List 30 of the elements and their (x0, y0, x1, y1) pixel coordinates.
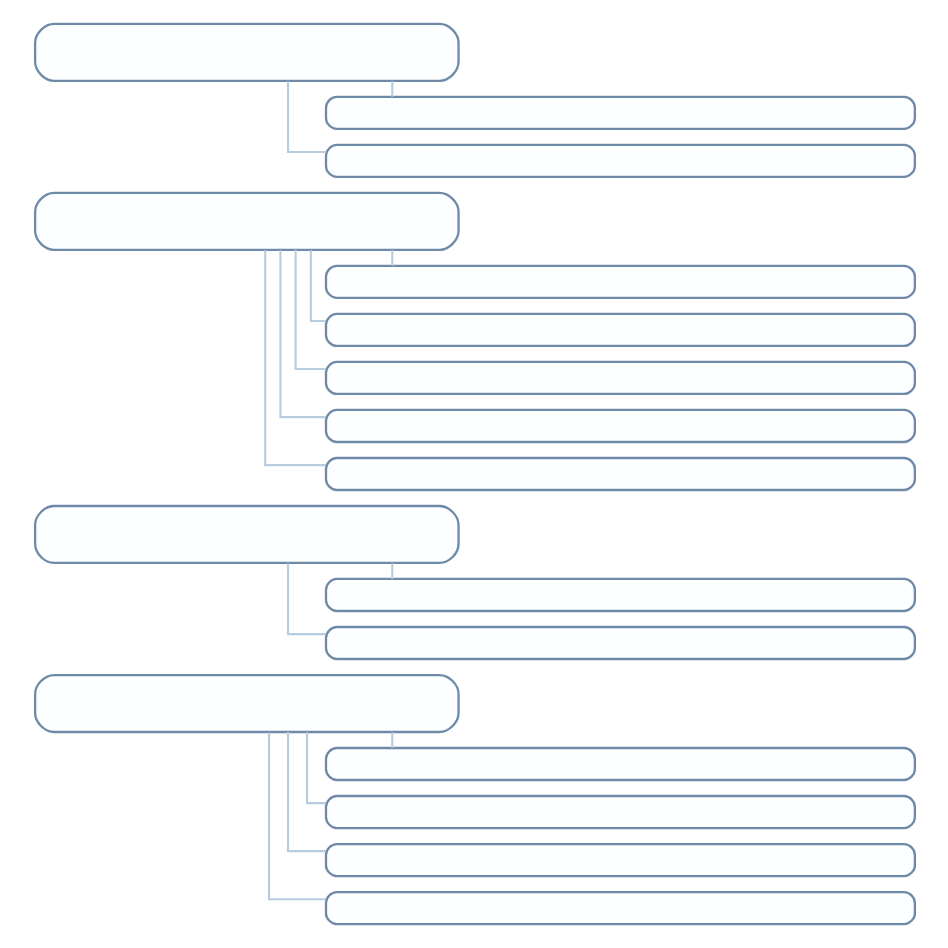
connector (285, 731, 325, 853)
node-box (32, 22, 459, 82)
node-box (323, 95, 916, 130)
connector (304, 732, 325, 805)
connector (263, 250, 325, 467)
node-box (32, 504, 459, 565)
connector (390, 563, 393, 579)
node-box (323, 264, 916, 300)
connector (390, 81, 393, 97)
node-box (32, 191, 459, 251)
node-box (323, 408, 916, 444)
node-box (323, 890, 916, 926)
connector (285, 81, 325, 154)
node-box (32, 673, 459, 734)
connector (308, 250, 325, 323)
node-box (323, 456, 916, 492)
node-box (323, 360, 916, 396)
connector (390, 250, 393, 266)
node-box (323, 143, 916, 179)
node-box (323, 577, 916, 613)
node-box (323, 746, 916, 782)
node-box (323, 794, 916, 830)
connector (293, 249, 325, 371)
node-box (323, 625, 916, 661)
node-box (323, 842, 916, 878)
connector (278, 250, 325, 419)
connector (285, 563, 325, 636)
connector (266, 732, 325, 901)
node-box (323, 312, 916, 348)
connector (390, 732, 393, 748)
